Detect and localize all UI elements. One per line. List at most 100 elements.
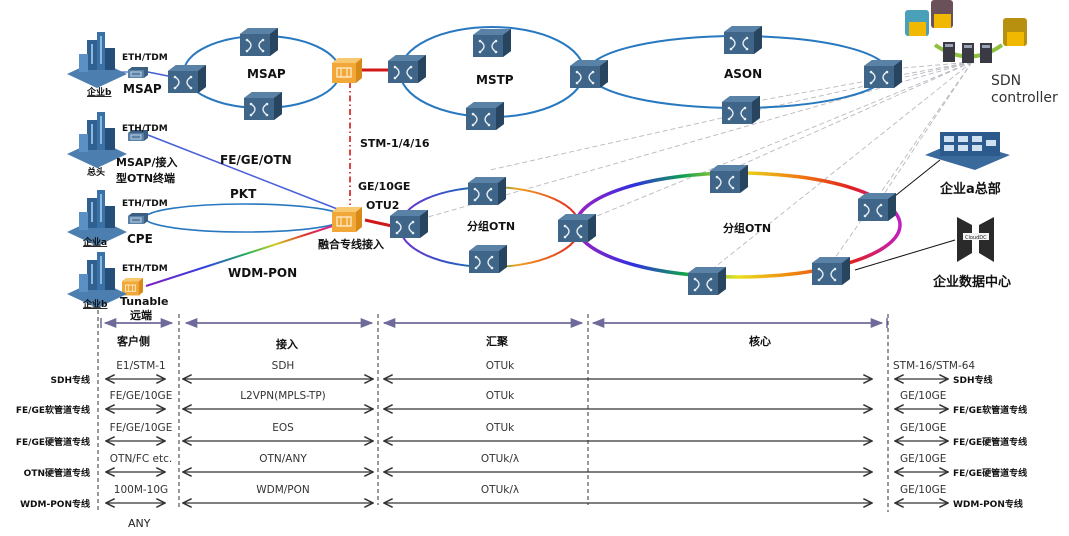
node-mstp-ason xyxy=(569,59,609,89)
customer-link-label: WDM-PON xyxy=(228,266,297,280)
right-service-name: WDM-PON专线 xyxy=(953,498,1023,510)
access-protocol: OTN/ANY xyxy=(259,453,307,465)
segment-header-client: 客户侧 xyxy=(116,334,150,348)
access-protocol: WDM/PON xyxy=(256,484,310,496)
row-service-name: SDH专线 xyxy=(51,374,91,386)
node-ason-top xyxy=(723,25,763,55)
link-hq xyxy=(889,159,941,201)
customer-interface: ETH/TDM xyxy=(122,53,168,63)
segment-header-access: 接入 xyxy=(276,337,298,351)
client-interface: E1/STM-1 xyxy=(116,360,165,372)
access-protocol: L2VPN(MPLS-TP) xyxy=(240,390,326,402)
customer-interface: ETH/TDM xyxy=(122,124,168,134)
customer-link-label: FE/GE/OTN xyxy=(220,153,292,167)
ring-label-otn-small: 分组OTN xyxy=(467,219,515,233)
ring-label-ason: ASON xyxy=(724,67,762,81)
node-ason-bottom xyxy=(721,95,761,125)
node-msap-bottom xyxy=(243,91,283,121)
right-interface: GE/10GE xyxy=(900,390,946,402)
agg-core-protocol: OTUk/λ xyxy=(481,484,519,496)
right-service-name: FE/GE软管道专线 xyxy=(953,404,1027,416)
node-ason-right xyxy=(863,59,903,89)
row-service-name: FE/GE硬管道专线 xyxy=(16,436,90,448)
customer-interface: ETH/TDM xyxy=(122,199,168,209)
right-interface: GE/10GE xyxy=(900,453,946,465)
customer-device: Tunable xyxy=(120,295,169,308)
node-otn-shared xyxy=(557,213,597,243)
customer-device: MSAP/接入 xyxy=(116,155,177,169)
ring-label-msap: MSAP xyxy=(247,67,286,81)
right-service-name: SDH专线 xyxy=(953,374,993,386)
sdn-label-line1: SDN xyxy=(991,73,1021,89)
agg-core-protocol: OTUk/λ xyxy=(481,453,519,465)
agg-core-protocol: OTUk xyxy=(486,360,515,372)
link-dc xyxy=(854,239,956,271)
table-row: FE/GE软管道专线 FE/GE/10GE L2VPN(MPLS-TP) OTUk GE… xyxy=(16,390,1027,416)
enterprise-hq-icon xyxy=(925,132,1010,170)
node-orange-top xyxy=(331,57,363,84)
node-msap-left xyxy=(167,64,207,94)
client-interface: FE/GE/10GE xyxy=(110,422,173,434)
segment-header-aggregation: 汇聚 xyxy=(486,335,509,348)
client-interface: FE/GE/10GE xyxy=(110,390,173,402)
node-orange-converged xyxy=(331,206,363,233)
converged-access-label: 融合专线接入 xyxy=(318,237,384,251)
node-mstp-top xyxy=(472,28,512,58)
customer-name: 企业b xyxy=(82,298,108,310)
segment-header-core: 核心 xyxy=(749,334,771,348)
agg-core-protocol: OTUk xyxy=(486,422,515,434)
node-otnL-top xyxy=(709,164,749,194)
sdn-controller-icon xyxy=(905,0,1027,63)
right-interface: STM-16/STM-64 xyxy=(893,360,975,372)
row-service-name: FE/GE软管道专线 xyxy=(16,404,90,416)
uplink-ge-label: GE/10GE xyxy=(358,180,410,193)
link-hq-otn xyxy=(147,134,346,213)
enterprise-dc-label: 企业数据中心 xyxy=(932,274,1011,290)
customer-device: 型OTN终端 xyxy=(116,171,175,185)
access-protocol: SDH xyxy=(272,360,295,372)
right-service-name: FE/GE硬管道专线 xyxy=(953,467,1027,479)
node-otn-left xyxy=(389,209,429,239)
node-mstp-bottom xyxy=(465,101,505,131)
uplink-stm-label: STM-1/4/16 xyxy=(360,137,430,150)
link-red-otn xyxy=(364,218,393,228)
right-service-name: FE/GE硬管道专线 xyxy=(953,436,1027,448)
node-otnL-bottom xyxy=(687,266,727,296)
customer-name: 总头 xyxy=(87,166,105,178)
enterprise-hq-label: 企业a总部 xyxy=(939,181,1001,197)
cpe-tunable xyxy=(121,277,144,296)
client-interface: OTN/FC etc. xyxy=(110,453,172,465)
building-icon xyxy=(67,32,127,88)
node-mstp-left xyxy=(387,54,427,84)
client-interface: 100M-10G xyxy=(114,484,168,496)
sdn-control-links xyxy=(399,61,973,276)
customer-name: 企业a xyxy=(82,236,107,248)
customer-device: MSAP xyxy=(123,82,162,96)
dc-badge: CloudDC xyxy=(965,235,987,241)
node-otn-top xyxy=(467,176,507,206)
row-service-name: OTN硬管道专线 xyxy=(24,467,90,479)
node-otn-bottom xyxy=(468,244,508,274)
cpe-msap xyxy=(127,66,149,79)
customer-name: 企业b xyxy=(86,86,112,98)
customer-interface: ETH/TDM xyxy=(122,264,168,274)
cpe-pkt xyxy=(127,212,149,225)
table-row: OTN硬管道专线 OTN/FC etc. OTN/ANY OTUk/λ GE/10GE F… xyxy=(24,453,1027,479)
sdn-label-line2: controller xyxy=(991,90,1058,106)
enterprise-dc-icon xyxy=(957,217,994,262)
agg-core-protocol: OTUk xyxy=(486,390,515,402)
node-otnL-br xyxy=(811,256,851,286)
customer-device: CPE xyxy=(127,232,153,246)
ring-label-mstp: MSTP xyxy=(476,73,514,87)
customer-device: 远端 xyxy=(130,308,152,322)
segment-dividers xyxy=(97,310,889,512)
right-interface: GE/10GE xyxy=(900,422,946,434)
link-wdm-pon xyxy=(145,221,346,287)
right-interface: GE/10GE xyxy=(900,484,946,496)
node-msap-top xyxy=(239,27,279,57)
